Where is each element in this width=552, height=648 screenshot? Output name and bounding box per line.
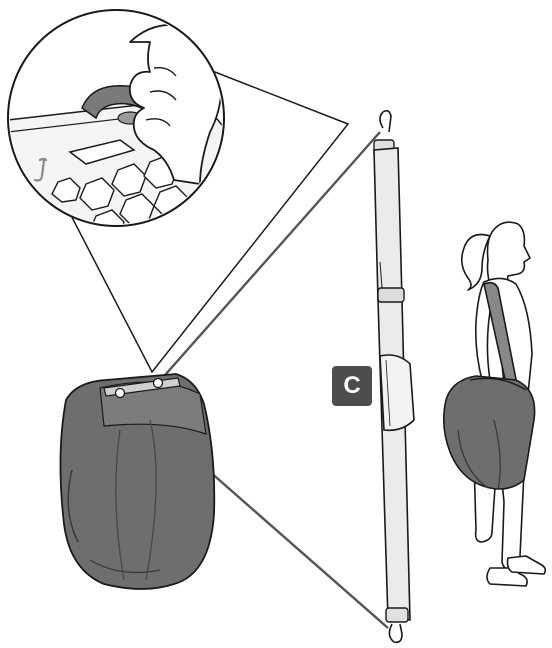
callout-label-c: C <box>332 366 372 406</box>
person-carrying-bag-icon <box>444 222 546 586</box>
bag-icon <box>60 374 214 589</box>
strap-icon <box>374 111 414 643</box>
detail-magnifier-icon <box>8 10 348 372</box>
